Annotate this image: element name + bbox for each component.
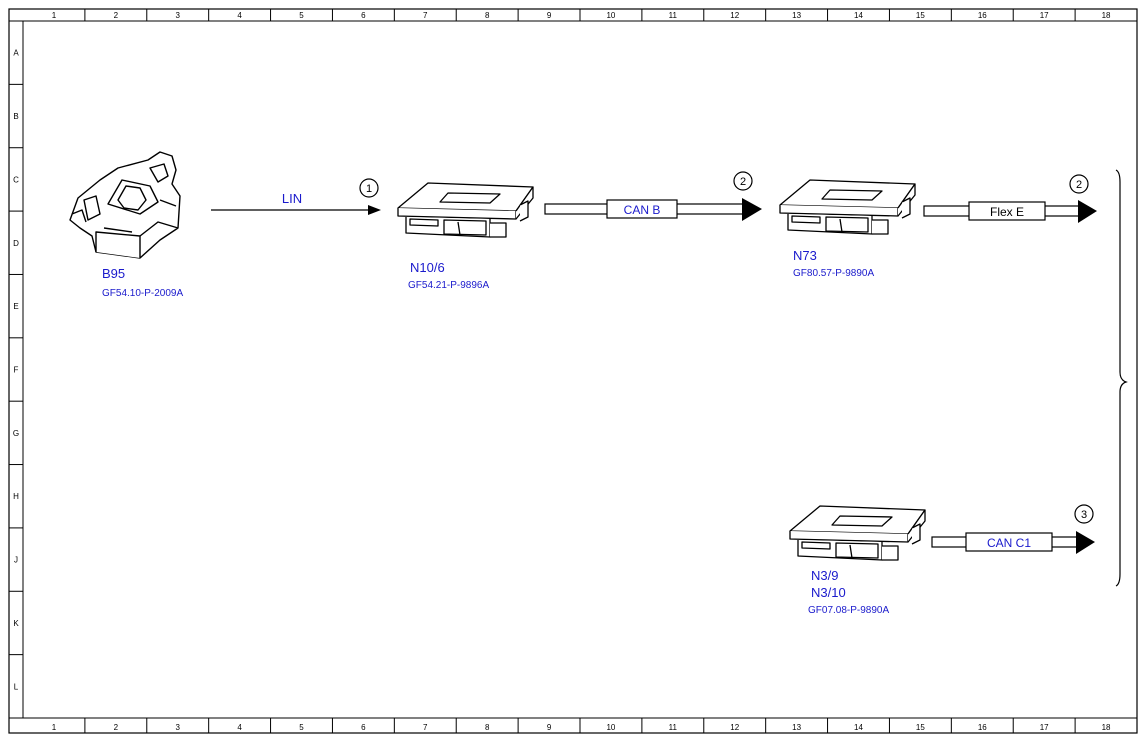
grid-row-label: E (13, 302, 18, 311)
n73-module-icon (779, 179, 916, 235)
can-b-label: CAN B (624, 203, 661, 217)
grid-col-label: 1 (52, 11, 57, 20)
grid-row-label: J (14, 556, 18, 565)
can-b-bus: CAN B (544, 198, 762, 221)
grid-row-label: C (13, 175, 19, 184)
grid-col-label: 12 (730, 11, 739, 20)
grid-col-label: 6 (361, 11, 366, 20)
n10-6-module-icon (397, 182, 534, 238)
grid-col-label: 10 (606, 11, 615, 20)
grid-col-label: 10 (606, 723, 615, 732)
n3-9-code: N3/9 (811, 568, 838, 583)
n73-code: N73 (793, 248, 817, 263)
grid-row-label: B (13, 112, 18, 121)
can-c1-marker: 3 (1081, 509, 1087, 521)
grid-col-label: 9 (547, 723, 552, 732)
can-c1-label: CAN C1 (987, 536, 1031, 550)
n10-6-ref: GF54.21-P-9896A (408, 280, 489, 291)
grid-col-label: 18 (1102, 11, 1111, 20)
grid-col-label: 6 (361, 723, 366, 732)
grid-col-label: 17 (1040, 11, 1049, 20)
grid-col-label: 15 (916, 11, 925, 20)
lin-label: LIN (282, 191, 302, 206)
grid-col-label: 11 (669, 723, 678, 732)
grid-col-label: 9 (547, 11, 552, 20)
grid-row-label: F (14, 366, 19, 375)
n3-9-module-icon (789, 505, 926, 561)
grid-col-label: 15 (916, 723, 925, 732)
grid-col-label: 4 (237, 723, 242, 732)
flex-e-bus: Flex E (923, 200, 1097, 223)
grid-col-label: 4 (237, 11, 242, 20)
grid-col-label: 12 (730, 723, 739, 732)
n3-9-ref: GF07.08-P-9890A (808, 605, 889, 616)
grid-row-label: A (13, 49, 19, 58)
grid-col-label: 18 (1102, 723, 1111, 732)
can-c1-marker-circle (1074, 504, 1094, 524)
grid-col-label: 7 (423, 11, 428, 20)
grid-col-label: 7 (423, 723, 428, 732)
grid-col-label: 3 (175, 11, 180, 20)
grid-col-label: 8 (485, 11, 490, 20)
lin-marker-circle (359, 178, 379, 198)
lin-arrowhead (368, 205, 381, 215)
grid-ruler: 1122334455667788991010111112121313141415… (9, 9, 1111, 733)
grid-col-label: 1 (52, 723, 57, 732)
n73-ref: GF80.57-P-9890A (793, 268, 874, 279)
grid-col-label: 14 (854, 11, 863, 20)
grid-row-label: L (14, 682, 19, 691)
grid-col-label: 2 (114, 723, 119, 732)
flex-e-marker-circle (1069, 174, 1089, 194)
flex-e-label: Flex E (990, 205, 1024, 219)
grid-col-label: 13 (792, 723, 801, 732)
b95-ref: GF54.10-P-2009A (102, 288, 183, 299)
b95-code: B95 (102, 266, 125, 281)
grid-col-label: 5 (299, 11, 304, 20)
grid-row-label: G (13, 429, 19, 438)
grid-row-label: D (13, 239, 19, 248)
flex-e-marker: 2 (1076, 179, 1082, 191)
grid-col-label: 13 (792, 11, 801, 20)
grid-col-label: 2 (114, 11, 119, 20)
can-b-marker-circle (733, 171, 753, 191)
grid-col-label: 14 (854, 723, 863, 732)
outer-frame (8, 8, 1138, 734)
grid-col-label: 11 (669, 11, 678, 20)
grid-col-label: 17 (1040, 723, 1049, 732)
lin-marker: 1 (366, 183, 372, 195)
n3-10-code: N3/10 (811, 585, 846, 600)
grid-col-label: 3 (175, 723, 180, 732)
can-c1-bus: CAN C1 (931, 531, 1095, 554)
can-b-marker: 2 (740, 176, 746, 188)
grid-col-label: 5 (299, 723, 304, 732)
grid-row-label: K (13, 619, 19, 628)
grid-col-label: 16 (978, 11, 987, 20)
grid-col-label: 8 (485, 723, 490, 732)
grid-row-label: H (13, 492, 19, 501)
grid-col-label: 16 (978, 723, 987, 732)
b95-sensor-icon (69, 151, 181, 259)
right-brace (1115, 169, 1128, 587)
n10-6-code: N10/6 (410, 260, 445, 275)
